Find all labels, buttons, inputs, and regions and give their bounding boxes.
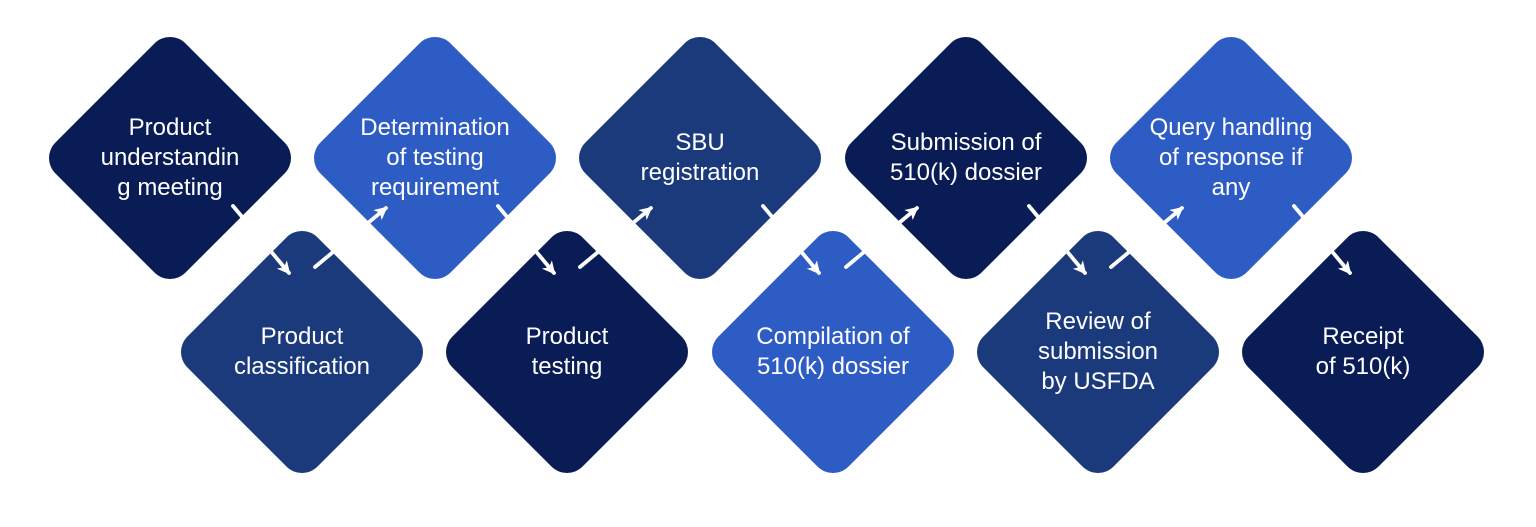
diamond-receipt-of-510k: Receipt of 510(k): [1232, 221, 1494, 483]
diamond-label: Receipt of 510(k): [1315, 323, 1411, 380]
